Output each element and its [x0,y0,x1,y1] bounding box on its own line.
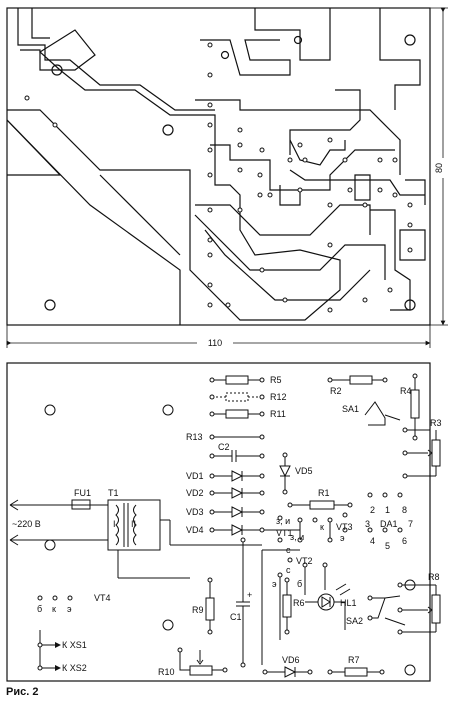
trace-top-left-2 [31,8,50,39]
label-vt1: VT1 [276,528,293,538]
label-xs1: К XS1 [62,640,87,650]
pad-large-1 [39,29,96,71]
trace-mid-3 [289,139,346,166]
da1-pin-8: 8 [402,505,407,515]
dimension-height-label: 80 [434,163,444,173]
label-r7: R7 [348,655,360,665]
pad-mid-1 [279,185,301,206]
pin-vt4-b: б [37,604,42,614]
label-r2: R2 [330,386,342,396]
da1-pin-6: 6 [402,536,407,546]
label-c1-plus: + [247,590,252,600]
pad-right-3 [354,174,371,201]
dimension-lines-top [6,7,448,348]
da1-pin-1: 1 [385,505,390,515]
pin-labels: з, и з, и к э с с э б б к э [37,516,345,614]
pin-vt2-c1: с [286,545,291,555]
label-r11: R11 [270,409,286,419]
diodes-vd1-vd4 [212,470,262,536]
pin-vt4-k: к [52,604,56,614]
da1-pin-2: 2 [370,505,375,515]
label-r9: R9 [192,605,204,615]
label-da1: DA1 [380,519,398,529]
pad-right-1 [405,179,426,205]
label-vt2: VT2 [296,556,313,566]
da1-pin-3: 3 [365,519,370,529]
label-vd3: VD3 [186,507,204,517]
board-outline [6,7,431,326]
pcb-foil-pads [24,42,413,313]
label-t1: T1 [108,488,119,498]
label-fu1: FU1 [74,488,91,498]
label-vd1: VD1 [186,471,204,481]
label-winding-1: I [113,519,116,529]
pin-vt3-e: э [340,533,345,543]
pin-vt1-k: к [320,522,324,532]
label-vt3: VT3 [336,522,353,532]
trace-mid-2 [210,144,395,191]
pin-vt3-zi: з, и [290,532,304,542]
trace-lower-1 [204,229,371,301]
label-sa1: SA1 [342,404,359,414]
label-vd4: VD4 [186,525,204,535]
trace-mid-5 [195,204,371,236]
trace-left [7,49,341,321]
label-c2: C2 [218,442,230,452]
label-r13: R13 [186,432,203,442]
pcb-foil-view [6,7,431,326]
label-vd5: VD5 [295,466,313,476]
label-hl1: HL1 [340,598,357,608]
label-r6: R6 [293,598,305,608]
pin-vt2-c2: с [286,565,291,575]
label-c1: C1 [230,612,242,622]
label-xs2: К XS2 [62,663,87,673]
component-labels: R5 R12 R11 R13 C2 VD1 VD2 VD3 VD4 VD5 R1… [12,375,442,677]
da1-pin-7: 7 [408,519,413,529]
trace-top-left [17,8,215,111]
pin-vt2-b: б [297,579,302,589]
trace-top-center [200,39,291,76]
label-vd2: VD2 [186,488,204,498]
da1-pin-4: 4 [370,536,375,546]
pad-top-block [254,8,331,61]
trace-lower-left-1 [6,119,181,325]
figure-caption: Рис. 2 [6,686,39,698]
pad-right-2 [399,229,426,261]
trace-lower-right [370,209,411,311]
da1-pin-5: 5 [385,541,390,551]
label-mains: ~220 В [12,519,41,529]
pin-vt4-e: э [67,604,72,614]
pin-vt2-e: э [272,579,277,589]
trace-mid-1 [195,99,401,175]
component-pads [37,373,418,675]
pcb-component-view [6,362,441,682]
da1-pin-numbers: 1 2 3 4 5 6 7 8 [365,505,413,551]
trace-right-1 [289,89,361,155]
label-r4: R4 [400,386,412,396]
trace-lower-left-2 [99,174,181,256]
dimension-width-label: 110 [208,338,222,348]
label-r3: R3 [430,418,442,428]
board-outline-components [6,362,431,682]
label-r5: R5 [270,375,282,385]
trace-mid-4 [289,169,425,196]
label-r8: R8 [428,572,440,582]
trace-top-right [379,8,421,110]
label-winding-2: II [131,519,136,529]
label-r10: R10 [158,667,175,677]
pin-vt1-zi: з, и [276,516,290,526]
label-r12: R12 [270,392,287,402]
label-sa2: SA2 [346,616,363,626]
label-r1: R1 [318,488,330,498]
label-vt4: VT4 [94,593,111,603]
trace-mid-6 [194,214,386,280]
label-vd6: VD6 [282,655,300,665]
